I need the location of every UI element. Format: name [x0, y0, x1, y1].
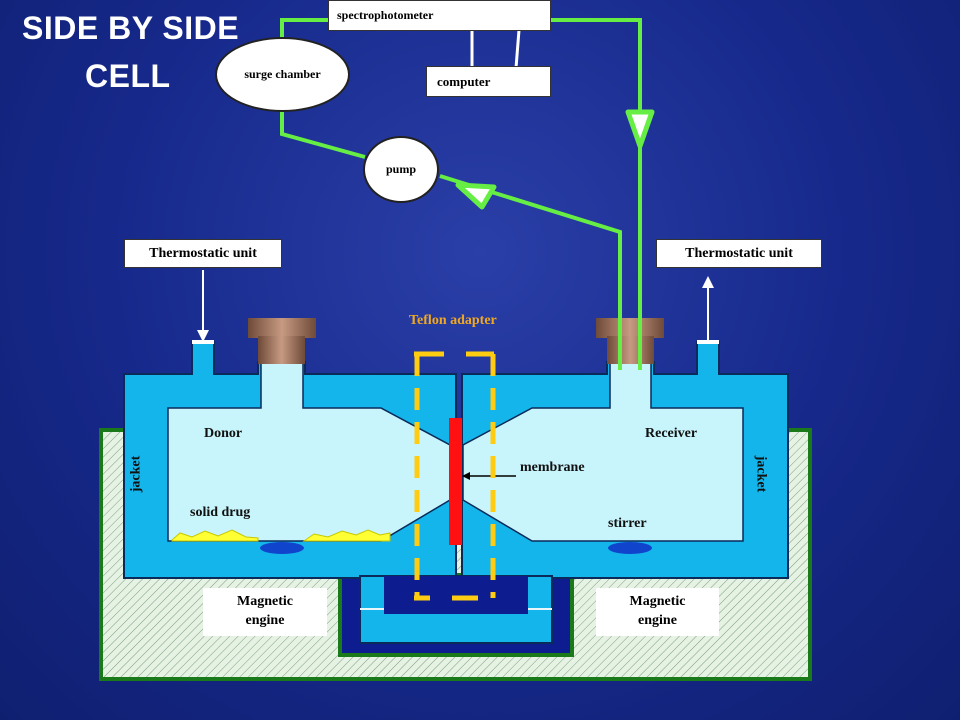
thermostatic-unit-right: Thermostatic unit [656, 239, 822, 268]
solid-drug [171, 529, 259, 542]
stirrer-left [260, 542, 304, 554]
receiver-port-cap [596, 318, 664, 338]
tubing-spectro-to-receiver [551, 18, 642, 370]
computer-box: computer [426, 66, 551, 97]
flow-arrow-down [625, 109, 655, 149]
magnetic-engine-right: Magnetic engine [596, 588, 719, 636]
tubing-receiver-to-pump [439, 174, 622, 370]
magnetic-engine-right-line1: Magnetic [629, 594, 686, 609]
receiver-chamber [462, 361, 744, 542]
receiver-label: Receiver [645, 426, 698, 441]
thermostatic-unit-left: Thermostatic unit [124, 239, 282, 268]
donor-port-cap [248, 318, 316, 338]
solid-drug-label: solid drug [190, 505, 251, 520]
thermostatic-unit-left-label: Thermostatic unit [149, 245, 257, 261]
stirrer-right [608, 542, 652, 554]
pump-label: pump [385, 162, 417, 176]
diagram-title-line1: SIDE BY SIDE [22, 10, 240, 46]
membrane-label: membrane [520, 460, 585, 475]
surge-chamber: surge chamber [215, 37, 350, 112]
tubing-spectro-to-surge [280, 18, 328, 42]
jacket-left-label: jacket [128, 455, 144, 493]
pump: pump [363, 136, 439, 203]
thermostatic-unit-right-label: Thermostatic unit [685, 245, 793, 261]
magnetic-engine-left-line2: engine [245, 613, 285, 628]
spectrophotometer-label: spectrophotometer [337, 8, 434, 22]
diagram-title-line2: CELL [85, 58, 171, 94]
teflon-adapter-label: Teflon adapter [409, 313, 497, 328]
jacket-right-label: jacket [753, 455, 769, 493]
spectrophotometer-box: spectrophotometer [328, 0, 551, 31]
flow-arrow-pump [455, 182, 497, 210]
magnetic-engine-right-line2: engine [638, 613, 677, 628]
surge-chamber-label: surge chamber [244, 67, 321, 81]
lower-u-inner [384, 576, 528, 614]
magnetic-engine-left-line1: Magnetic [237, 594, 293, 609]
magnetic-engine-left: Magnetic engine [203, 588, 327, 636]
donor-label: Donor [204, 426, 243, 441]
membrane [449, 418, 462, 545]
tubing-surge-to-pump [280, 110, 366, 159]
stirrer-label: stirrer [608, 516, 647, 531]
computer-label: computer [437, 73, 491, 89]
